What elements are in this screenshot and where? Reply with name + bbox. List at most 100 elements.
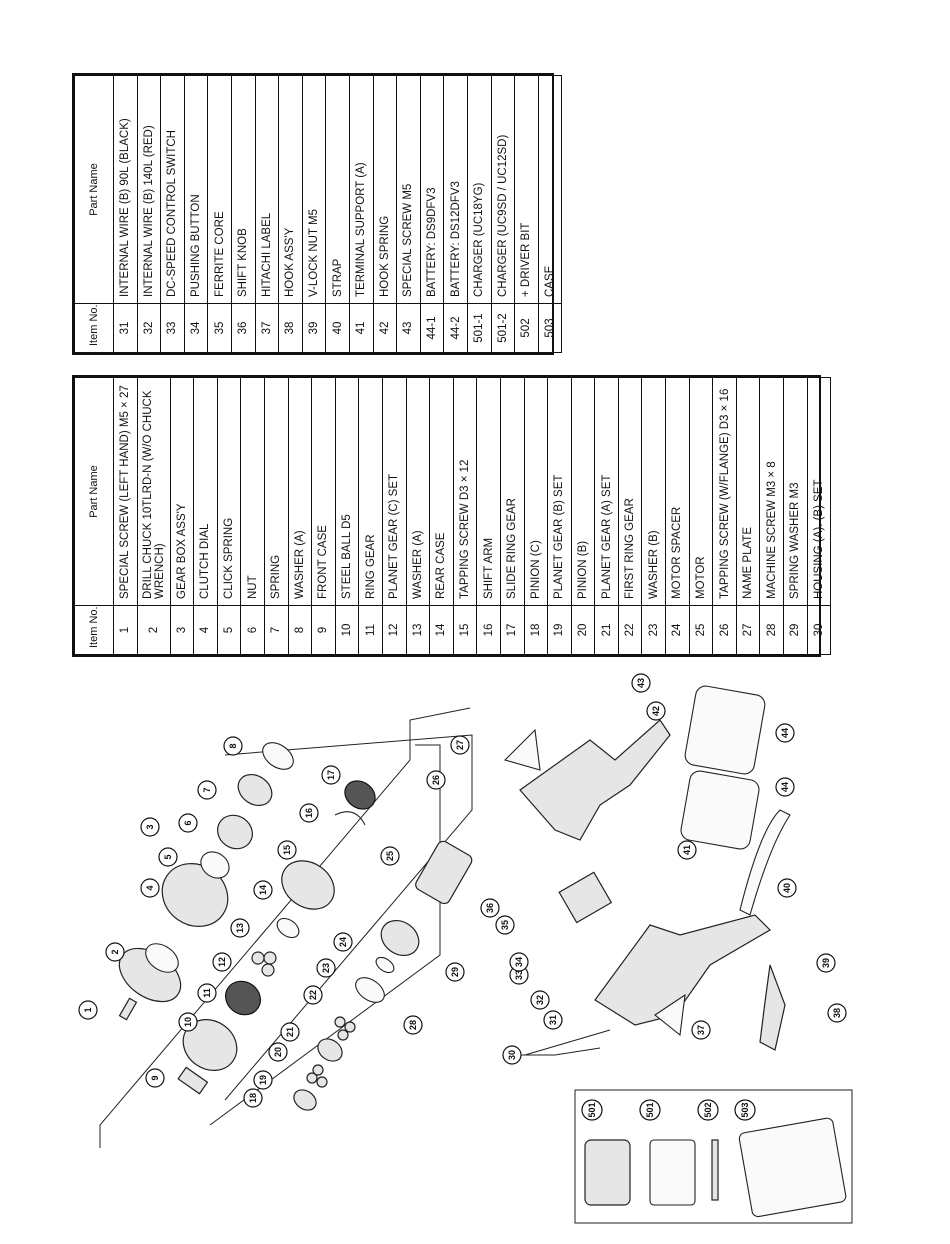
item-number: 14 <box>429 605 454 655</box>
item-number: 39 <box>302 303 326 353</box>
callout-marker: 17 <box>321 765 341 785</box>
item-number: 31 <box>113 303 138 353</box>
planet-gear-b-part <box>306 1064 328 1088</box>
housing-a-part <box>519 719 671 841</box>
callout-number: 44 <box>780 728 790 738</box>
callout-marker: 34 <box>509 952 529 972</box>
nut-part <box>217 814 253 850</box>
item-number: 44-2 <box>443 303 468 353</box>
callout-marker: 29 <box>445 962 465 982</box>
planet-gear-c-part <box>251 951 277 977</box>
callout-marker: 13 <box>230 918 250 938</box>
housing-bracket-line <box>524 1029 611 1056</box>
label-parts <box>503 728 686 1037</box>
callout-number: 7 <box>202 787 212 792</box>
item-number: 6 <box>240 605 265 655</box>
callout-marker: 43 <box>631 673 651 693</box>
item-number: 38 <box>278 303 303 353</box>
callout-number: 9 <box>150 1075 160 1080</box>
callout-number: 10 <box>183 1017 193 1027</box>
callout-number: 40 <box>782 883 792 893</box>
callout-number: 21 <box>285 1027 295 1037</box>
rear-case-part <box>281 860 335 910</box>
charger-uc18yg-part <box>584 1139 631 1206</box>
callout-number: 26 <box>431 775 441 785</box>
part-name: PINION (B) <box>571 377 595 606</box>
part-name: + DRIVER BIT <box>514 75 539 304</box>
part-name: BATTERY: DS9DFV3 <box>420 75 444 304</box>
strap-part <box>739 809 791 916</box>
item-number: 12 <box>382 605 407 655</box>
callout-marker: 40 <box>777 878 797 898</box>
part-name: DRILL CHUCK 10TLRD-N (W/O CHUCK WRENCH) <box>137 377 171 606</box>
spring-part <box>237 773 273 807</box>
item-number: 8 <box>288 605 312 655</box>
gearbox-bracket-lower <box>224 734 473 1101</box>
part-name: TERMINAL SUPPORT (A) <box>349 75 374 304</box>
motor-part <box>415 840 473 905</box>
callout-marker: 8 <box>223 736 243 756</box>
item-number: 33 <box>160 303 185 353</box>
callout-marker: 30 <box>502 1045 522 1065</box>
item-number: 1 <box>113 605 138 655</box>
part-name: NAME PLATE <box>736 377 760 606</box>
callout-marker: 44 <box>775 723 795 743</box>
callout-marker: 31 <box>543 1010 563 1030</box>
callout-number: 501 <box>587 1102 597 1117</box>
part-name: TAPPING SCREW (W/FLANGE) D3 × 16 <box>712 377 737 606</box>
part-name: GEAR BOX ASS'Y <box>170 377 194 606</box>
item-number: 7 <box>264 605 289 655</box>
part-name: PUSHING BUTTON <box>184 75 208 304</box>
callout-marker: 501 <box>639 1099 661 1121</box>
part-name: SPECIAL SCREW (LEFT HAND) M5 × 27 <box>113 377 138 606</box>
special-screw-part <box>118 997 138 1021</box>
part-name: FRONT CASE <box>311 377 336 606</box>
click-spring-part <box>200 851 230 879</box>
item-number: 13 <box>406 605 430 655</box>
accessories-box <box>574 1089 853 1224</box>
battery-upper-part <box>684 685 766 775</box>
pinion-b-part <box>317 1038 343 1062</box>
callout-marker: 41 <box>677 840 697 860</box>
callout-marker: 42 <box>646 701 666 721</box>
callout-marker: 503 <box>734 1099 756 1121</box>
ring-gear-part <box>225 980 261 1016</box>
callout-marker: 12 <box>212 952 232 972</box>
item-number: 3 <box>170 605 194 655</box>
callout-marker: 501 <box>581 1099 603 1121</box>
part-name: INTERNAL WIRE (B) 90L (BLACK) <box>113 75 138 304</box>
callout-marker: 37 <box>691 1020 711 1040</box>
shift-arm-part <box>334 811 366 826</box>
item-number: 22 <box>618 605 642 655</box>
item-no-header: Item No. <box>74 605 114 655</box>
callout-number: 1 <box>83 1007 93 1012</box>
callout-marker: 6 <box>178 813 198 833</box>
part-name: CLICK SPRING <box>217 377 241 606</box>
part-name: INTERNAL WIRE (B) 140L (RED) <box>137 75 161 304</box>
callout-number: 32 <box>535 995 545 1005</box>
callout-number: 42 <box>651 706 661 716</box>
front-case-part <box>177 1019 238 1095</box>
battery-lower-part <box>680 770 760 850</box>
callout-number: 15 <box>282 845 292 855</box>
part-name: WASHER (A) <box>406 377 430 606</box>
callout-number: 27 <box>455 740 465 750</box>
callout-marker: 4 <box>140 878 160 898</box>
callout-marker: 9 <box>145 1068 165 1088</box>
motor-spacer-part <box>380 919 420 957</box>
callout-marker: 11 <box>197 983 217 1003</box>
